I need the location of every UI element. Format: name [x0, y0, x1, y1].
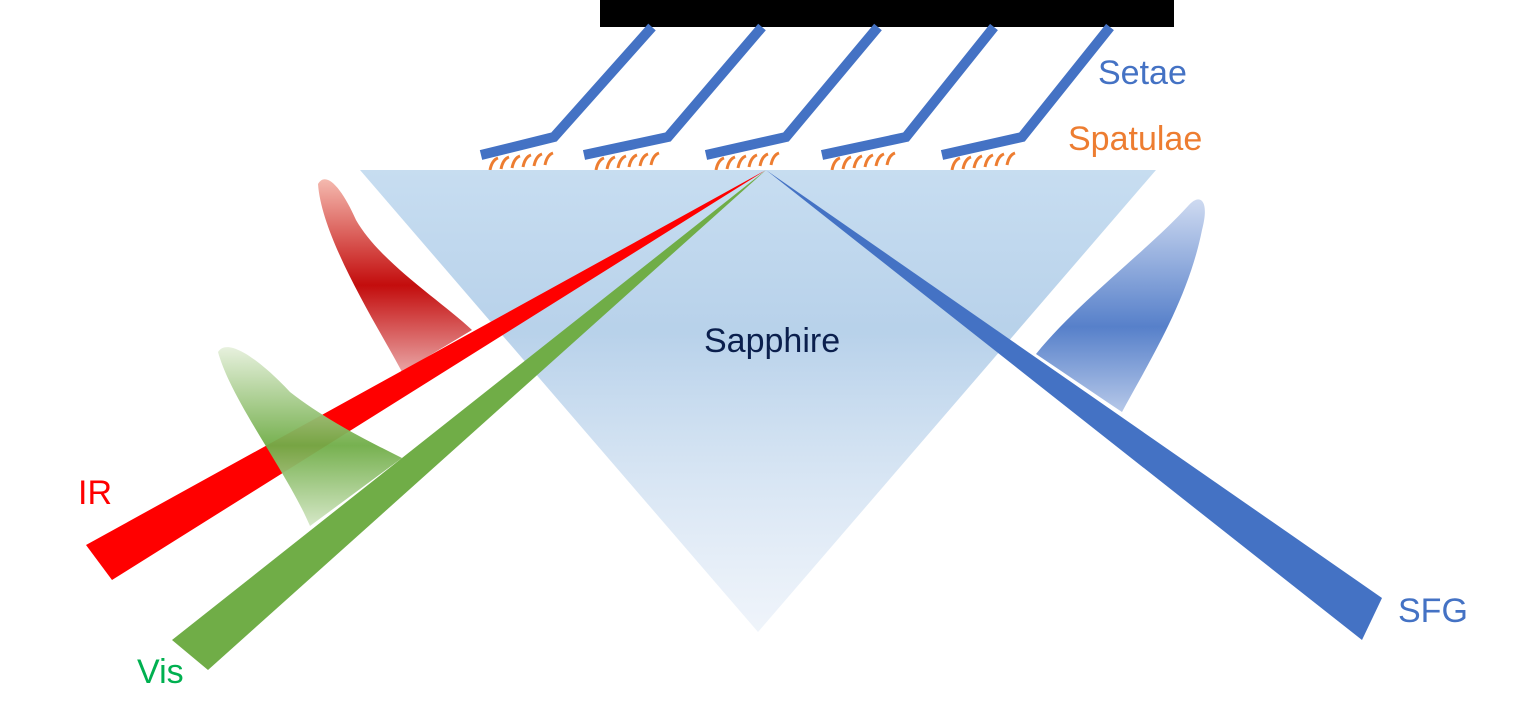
setae-label: Setae	[1098, 54, 1187, 92]
substrate-bar	[600, 0, 1174, 27]
sfg-label: SFG	[1398, 592, 1468, 630]
spatulae-5	[950, 151, 1016, 171]
vis-label: Vis	[137, 653, 184, 691]
ir-beam	[86, 170, 766, 580]
sapphire-label: Sapphire	[704, 322, 840, 360]
seta-2	[582, 23, 766, 160]
vis-pulse	[218, 347, 402, 526]
seta-3	[704, 23, 882, 160]
spatulae-4	[830, 151, 896, 171]
sfg-pulse	[1036, 199, 1205, 412]
sfg-beam	[766, 170, 1382, 640]
spatulae-label: Spatulae	[1068, 120, 1202, 158]
seta-4	[820, 23, 998, 160]
ir-pulse	[318, 179, 472, 372]
seta-5	[940, 23, 1114, 160]
spatulae-2	[594, 151, 660, 171]
ir-label: IR	[78, 474, 112, 512]
vis-beam	[172, 170, 766, 670]
setae-group	[479, 23, 1114, 160]
spatulae-1	[488, 151, 554, 171]
spatulae-group	[488, 151, 1016, 171]
seta-1	[479, 23, 656, 160]
spatulae-3	[714, 151, 780, 171]
